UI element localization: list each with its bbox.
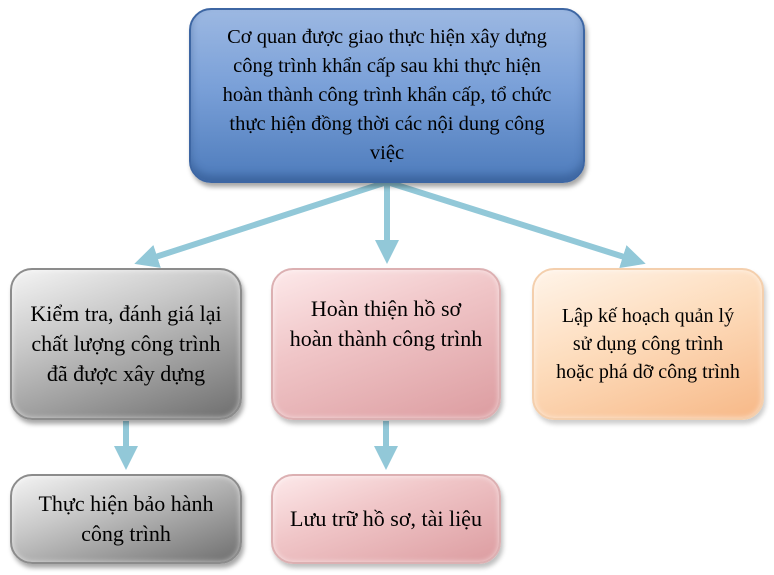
node-plan-management-text: Lập kế hoạch quản lý sử dụng công trình … <box>556 305 740 383</box>
node-check-quality-text: Kiểm tra, đánh giá lại chất lượng công t… <box>30 301 222 386</box>
node-archive-records-text: Lưu trữ hồ sơ, tài liệu <box>290 506 482 531</box>
arrow-top-to-plan <box>386 179 646 269</box>
node-warranty: Thực hiện bảo hành công trình <box>10 474 242 564</box>
node-archive-records: Lưu trữ hồ sơ, tài liệu <box>271 474 501 564</box>
arrow-top-to-check <box>134 179 388 268</box>
node-check-quality: Kiểm tra, đánh giá lại chất lượng công t… <box>10 268 242 420</box>
node-complete-records: Hoàn thiện hồ sơ hoàn thành công trình <box>271 268 501 420</box>
node-plan-management: Lập kế hoạch quản lý sử dụng công trình … <box>532 268 764 420</box>
node-warranty-text: Thực hiện bảo hành công trình <box>38 491 214 546</box>
root-node-text: Cơ quan được giao thực hiện xây dựng côn… <box>222 26 552 164</box>
root-node: Cơ quan được giao thực hiện xây dựng côn… <box>189 8 585 183</box>
node-complete-records-text: Hoàn thiện hồ sơ hoàn thành công trình <box>289 296 483 351</box>
